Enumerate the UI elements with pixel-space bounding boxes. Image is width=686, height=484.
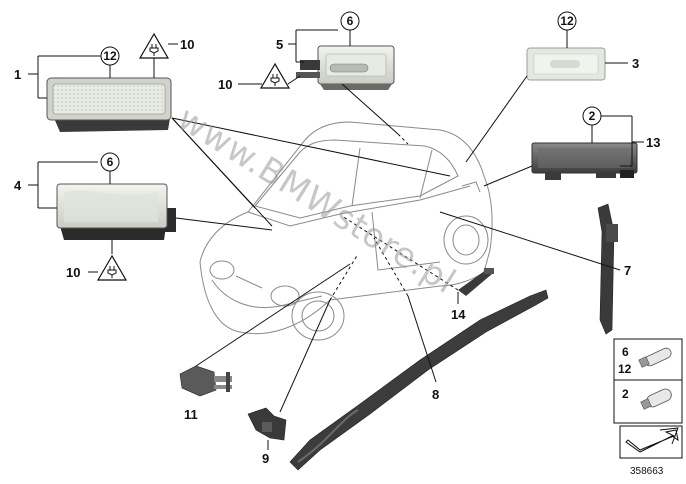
callout-circle-2 <box>582 106 602 126</box>
callout-10c: 10 <box>66 265 80 280</box>
callout-4: 4 <box>14 178 22 193</box>
callout-circle-6b <box>340 11 360 31</box>
plug-warning-icon <box>138 32 170 59</box>
arrow-icon <box>625 427 679 453</box>
interior-light-part-4[interactable] <box>56 183 176 240</box>
callout-6a: 6 <box>107 155 114 169</box>
clip-part-9[interactable] <box>247 407 287 441</box>
callout-8: 8 <box>432 387 439 402</box>
bulb-legend: 6 12 2 <box>613 338 683 424</box>
callout-circle-12a <box>100 46 120 66</box>
callout-6b: 6 <box>347 14 354 28</box>
legend-bulb-6: 6 <box>622 345 629 359</box>
interior-light-part-13[interactable] <box>531 142 638 180</box>
callout-2: 2 <box>589 109 596 123</box>
callout-11: 11 <box>184 407 198 422</box>
interior-light-part-1[interactable] <box>46 77 172 132</box>
bulb-icon <box>638 347 672 368</box>
callout-9: 9 <box>262 451 269 466</box>
legend-bulb-12: 12 <box>618 362 632 376</box>
callout-7: 7 <box>624 263 631 278</box>
callout-13: 13 <box>646 135 660 150</box>
bulb-icon <box>640 388 672 410</box>
callout-1: 1 <box>14 67 21 82</box>
plug-warning-icon <box>259 62 291 89</box>
socket-part-11[interactable] <box>179 365 232 397</box>
plug-warning-icon <box>96 254 128 281</box>
leader-lines <box>28 26 644 450</box>
legend-bulb-2: 2 <box>622 387 629 401</box>
light-strip-part-8[interactable] <box>289 289 549 471</box>
callout-labels: 1 12 10 4 6 10 5 6 10 12 3 2 13 <box>14 11 660 466</box>
callout-5: 5 <box>276 37 283 52</box>
reference-number: 358663 <box>630 466 664 477</box>
callout-12a: 12 <box>103 49 117 63</box>
callout-14: 14 <box>451 307 466 322</box>
callout-circle-6a <box>100 152 120 172</box>
callout-12b: 12 <box>560 14 574 28</box>
interior-light-part-5[interactable] <box>296 45 395 90</box>
callout-10b: 10 <box>218 77 232 92</box>
light-strip-part-7[interactable] <box>597 203 618 335</box>
arrow-box <box>619 425 683 459</box>
callout-circle-12b <box>557 11 577 31</box>
interior-light-part-3[interactable] <box>526 47 606 81</box>
callout-3: 3 <box>632 56 639 71</box>
callout-10a: 10 <box>180 37 194 52</box>
light-strip-part-14[interactable] <box>458 268 494 296</box>
